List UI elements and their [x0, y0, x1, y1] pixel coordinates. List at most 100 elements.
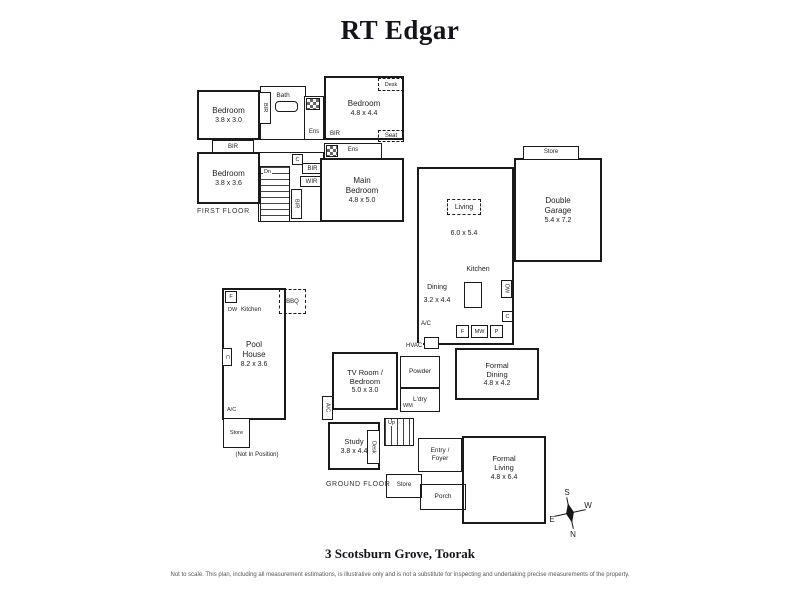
room-name: Bedroom — [212, 106, 245, 115]
room-dims: 4.8 x 4.2 — [483, 380, 511, 388]
stairs-down — [260, 166, 290, 222]
brand-title: RT Edgar — [340, 15, 460, 45]
room-tv-bedroom: TV Room / Bedroom 5.0 x 3.0 — [332, 352, 398, 410]
room-name: Store — [396, 482, 412, 489]
room-dims: 8.2 x 3.6 — [240, 361, 268, 368]
room-name: Main Bedroom — [345, 176, 379, 195]
compass-e: E — [549, 515, 554, 524]
room-dims: 5.4 x 7.2 — [544, 217, 572, 224]
bir-label: BIR — [307, 165, 318, 172]
desk-label: Desk — [370, 440, 377, 454]
bir-label: BIR — [330, 131, 341, 137]
fridge-label: F — [460, 328, 465, 335]
living-label-box: Living — [447, 199, 481, 215]
dishwasher-box: DW — [501, 280, 512, 298]
room-open-living-block — [417, 167, 514, 345]
ac-unit: A/C — [322, 396, 333, 420]
bir-cabinet: BIR — [291, 189, 302, 219]
hvac-unit — [424, 337, 439, 349]
bbq-outline: BBQ — [279, 289, 306, 314]
closet-label: C — [505, 313, 510, 320]
first-floor-label: FIRST FLOOR — [197, 208, 250, 215]
room-name: Store — [543, 149, 559, 156]
room-name: Formal Dining — [485, 360, 509, 379]
room-dims-dining: 3.2 x 4.4 — [423, 297, 451, 304]
room-pool-house: Pool House 8.2 x 3.6 — [222, 288, 286, 420]
room-name: Ens — [347, 147, 359, 154]
compass-w: W — [584, 501, 592, 510]
room-name-dining: Dining — [427, 284, 447, 291]
kitchen-island — [464, 282, 482, 308]
room-double-garage: Double Garage 5.4 x 7.2 — [514, 158, 602, 262]
room-main-bedroom: Main Bedroom 4.8 x 5.0 — [320, 158, 404, 222]
desk-cabinet: Desk — [367, 430, 380, 464]
room-name: Powder — [408, 367, 432, 375]
ac-label: A/C — [227, 407, 237, 413]
wm-label: WM — [403, 403, 413, 409]
room-bedroom-ne: Bedroom 4.8 x 4.4 — [324, 76, 404, 140]
stairs-dn-label: Dn — [263, 169, 273, 176]
bir-label: BIR — [293, 199, 300, 209]
room-bedroom-w: Bedroom 3.8 x 3.6 — [197, 152, 260, 204]
room-dims: 4.8 x 6.4 — [490, 473, 518, 481]
closet-c: C — [292, 154, 303, 165]
closet-label: C — [295, 156, 300, 163]
room-bedroom-nw: Bedroom 3.8 x 3.0 — [197, 90, 260, 140]
room-powder: Powder — [400, 356, 440, 388]
room-dims: 3.8 x 4.4 — [340, 447, 368, 455]
room-name: Ens — [308, 128, 320, 135]
fridge-box: F — [225, 291, 237, 303]
room-pool-store: Store — [223, 418, 250, 448]
bir-cabinet: BIR — [259, 92, 271, 124]
room-name: Study — [344, 437, 364, 447]
room-name: Bath — [276, 92, 290, 99]
compass-n: N — [570, 530, 576, 538]
room-dims: 3.8 x 3.6 — [215, 180, 242, 187]
room-name: Entry / Foyer — [430, 446, 450, 462]
dw-label: DW — [228, 307, 238, 313]
room-name: Double Garage — [544, 196, 572, 215]
ac-label: A/C — [324, 403, 331, 413]
room-name: Bedroom — [347, 99, 381, 108]
bbq-label: BBQ — [286, 298, 299, 305]
room-entry-foyer: Entry / Foyer — [418, 438, 462, 472]
desk-outline: Desk — [378, 78, 404, 91]
closet-box: C — [222, 348, 232, 366]
ground-floor-label: GROUND FLOOR — [326, 481, 391, 488]
pantry-box: P — [490, 325, 503, 338]
microwave-box: MW — [471, 325, 488, 338]
wir-label: WIR — [305, 178, 318, 185]
kitchen-label: Kitchen — [241, 307, 262, 313]
room-dims: 4.8 x 5.0 — [348, 197, 376, 204]
room-dims: 5.0 x 3.0 — [351, 387, 379, 395]
compass-s: S — [564, 488, 569, 497]
pantry-label: P — [494, 328, 499, 335]
shower-tiles-icon — [306, 98, 320, 110]
room-name: Store — [229, 429, 244, 436]
room-name-kitchen: Kitchen — [466, 266, 490, 273]
room-laundry: L'dry — [400, 388, 440, 412]
desk-label: Desk — [384, 81, 398, 88]
room-name: Bedroom — [212, 169, 245, 178]
fridge-label: F — [229, 294, 233, 300]
room-dims: 6.0 x 5.4 — [450, 230, 478, 237]
shower-tiles-icon — [326, 145, 338, 157]
room-porch: Porch — [420, 484, 466, 510]
room-dims: 3.8 x 3.0 — [215, 117, 242, 124]
compass-rose: S W E N — [549, 488, 592, 538]
fridge-box: F — [456, 325, 469, 338]
stairs-up-label: Up — [387, 420, 397, 427]
bathtub-icon — [275, 101, 298, 112]
microwave-label: MW — [474, 328, 485, 335]
room-formal-living: Formal Living 4.8 x 6.4 — [462, 436, 546, 524]
not-in-position-note: (Not In Position) — [235, 452, 279, 458]
bir-label: BIR — [262, 103, 268, 113]
disclaimer-text: Not to scale. This plan, including all m… — [170, 572, 630, 578]
room-name: L'dry — [413, 395, 427, 403]
room-store: Store — [386, 474, 422, 498]
room-name: TV Room / Bedroom — [347, 367, 383, 386]
seat-label: Seat — [384, 133, 398, 139]
closet-label: C — [224, 355, 230, 359]
seat-outline: Seat — [378, 130, 404, 142]
